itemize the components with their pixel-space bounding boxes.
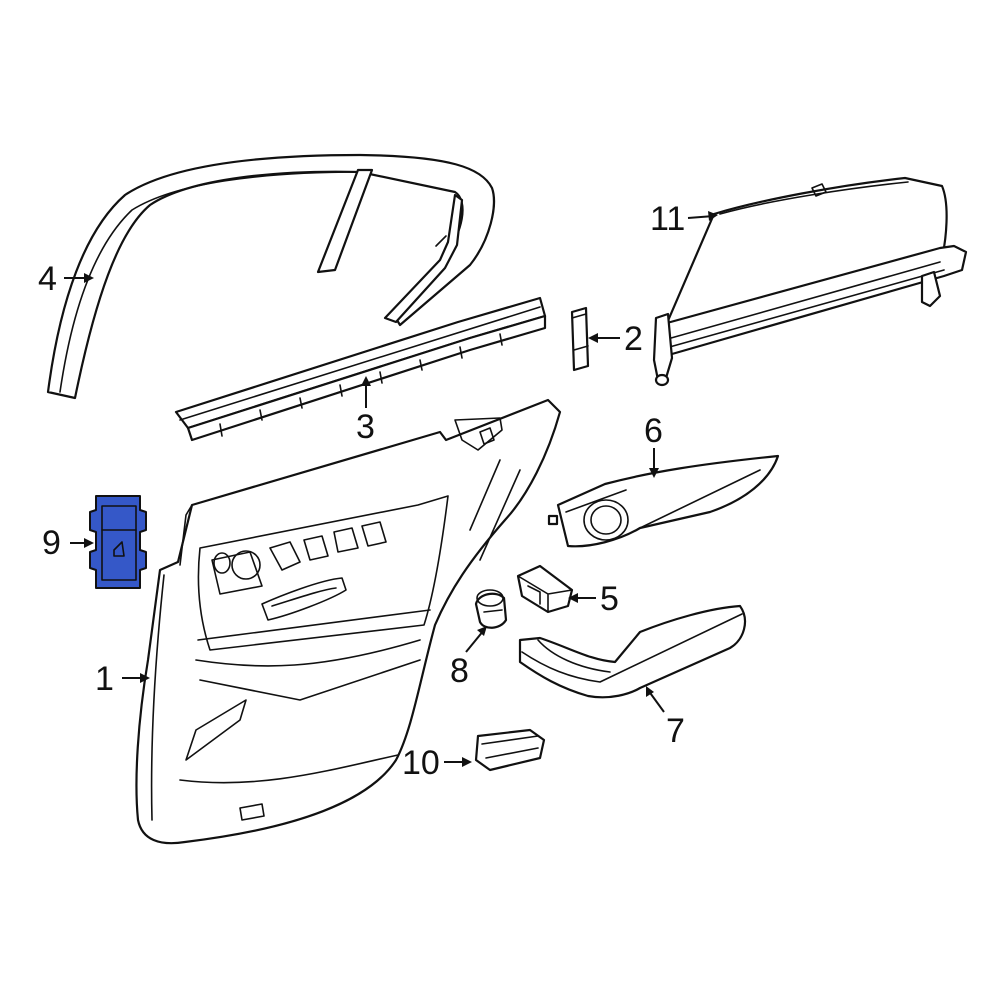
- leader-8: [465, 626, 487, 653]
- armrest-handle[interactable]: [518, 604, 747, 699]
- callout-11: 11: [650, 200, 685, 238]
- sunshade[interactable]: [652, 176, 968, 387]
- leader-2: [588, 333, 620, 343]
- callout-4: 4: [38, 260, 57, 298]
- leader-11: [687, 211, 718, 221]
- leader-5: [568, 593, 596, 603]
- clip[interactable]: [570, 306, 590, 372]
- pull-cup[interactable]: [474, 728, 546, 772]
- leader-9: [70, 538, 94, 548]
- frame-molding[interactable]: [46, 153, 496, 400]
- leader-7: [646, 686, 665, 713]
- callout-8: 8: [450, 652, 469, 690]
- callout-5: 5: [600, 580, 619, 618]
- leader-1: [122, 673, 150, 683]
- callout-1: 1: [95, 660, 114, 698]
- lock-knob[interactable]: [474, 589, 508, 629]
- leader-4: [64, 273, 94, 283]
- leader-10: [444, 757, 472, 767]
- callout-9: 9: [42, 524, 61, 562]
- window-switch-body[interactable]: [89, 495, 147, 589]
- callout-2: 2: [624, 320, 643, 358]
- window-switch[interactable]: [89, 495, 147, 589]
- callout-6: 6: [644, 412, 663, 450]
- callout-7: 7: [666, 712, 685, 750]
- switch-bezel[interactable]: [516, 564, 574, 614]
- callout-10: 10: [402, 744, 440, 782]
- callout-3: 3: [356, 408, 375, 446]
- leader-3: [361, 376, 371, 408]
- leader-6: [649, 448, 659, 478]
- door-trim-panel[interactable]: [135, 398, 562, 845]
- speaker-grille-trim[interactable]: [547, 454, 780, 548]
